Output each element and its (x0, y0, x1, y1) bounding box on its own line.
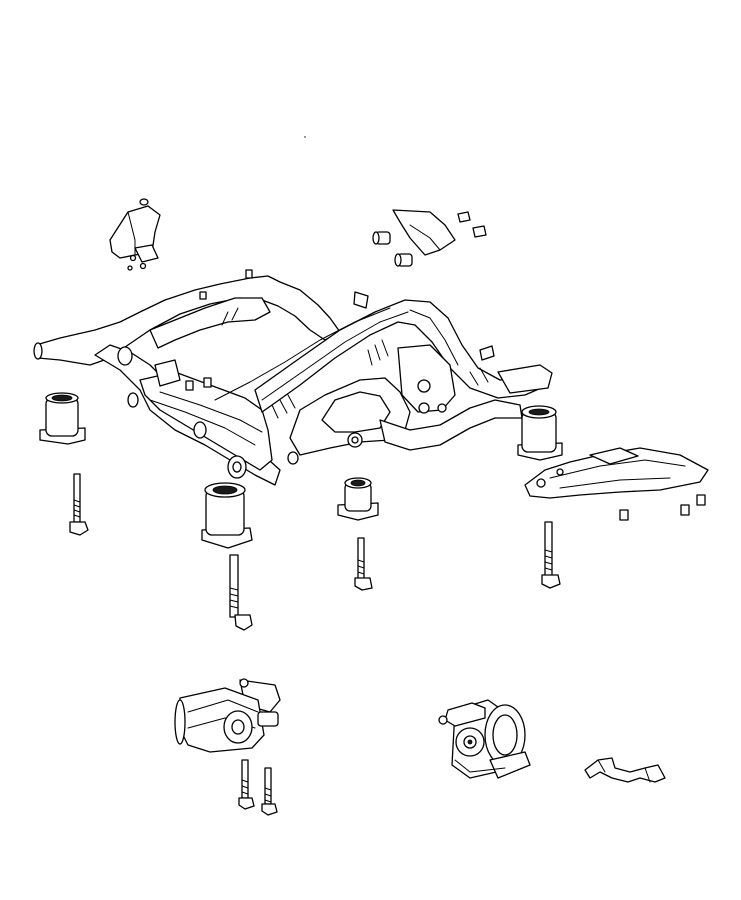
bolt-long-3 (354, 537, 373, 591)
engine-mount-right (438, 699, 531, 779)
bolt-long-1 (69, 473, 89, 536)
bracket-with-nuts-upper (372, 209, 487, 267)
bolt-long-2 (229, 554, 253, 631)
front-crossmember-frame (33, 269, 553, 486)
engine-mount-left (174, 678, 281, 816)
wire-clip (584, 757, 666, 783)
bolt-long-4 (541, 521, 561, 589)
bushing-right (517, 405, 563, 461)
bushing-center-left (201, 482, 253, 549)
support-bracket-upper-left (109, 198, 161, 271)
stray-dot (304, 136, 306, 138)
bushing-left-front (39, 392, 86, 445)
skid-plate-right (524, 447, 709, 521)
bushing-center (337, 477, 379, 521)
